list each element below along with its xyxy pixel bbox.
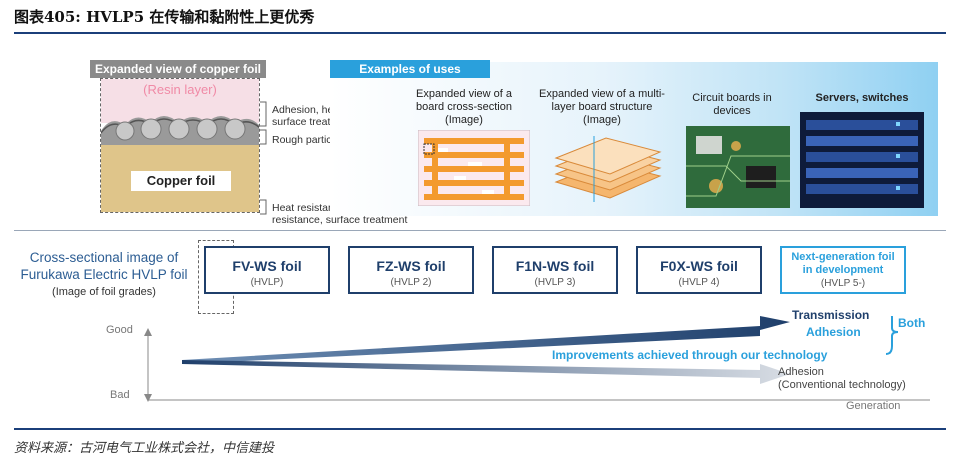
adhesion-label: Adhesion xyxy=(806,325,861,339)
copper-foil-label: Copper foil xyxy=(131,171,231,191)
annotation-brackets xyxy=(258,100,272,220)
source-note: 资料来源：古河电气工业株式会社，中信建投 xyxy=(14,437,274,456)
copper-foil-heading: Expanded view of copper foil xyxy=(90,60,266,78)
use-caption-circuit-boards: Circuit boards in devices xyxy=(684,92,780,118)
grade-card-hvlp4: F0X-WS foil (HVLP 4) xyxy=(636,246,762,294)
circuit-board-photo xyxy=(686,126,790,208)
section-divider xyxy=(14,230,946,231)
copper-foil-diagram: (Resin layer) Copper foil xyxy=(100,78,260,213)
grade-card-next-generation: Next-generation foil in development (HVL… xyxy=(780,246,906,294)
both-brace xyxy=(886,316,898,354)
cross-section-subtitle: (Image of foil grades) xyxy=(14,286,194,298)
grade-card-hvlp: FV-WS foil (HVLP) xyxy=(204,246,330,294)
transmission-label: Transmission xyxy=(792,308,869,322)
axis-label-good: Good xyxy=(106,324,133,336)
multilayer-board-image xyxy=(546,132,670,206)
axis-label-generation: Generation xyxy=(846,400,900,412)
top-divider xyxy=(14,32,946,34)
rough-particles-graphic xyxy=(101,109,260,149)
figure-title: 图表405: HVLP5 在传输和黏附性上更优秀 xyxy=(14,6,314,27)
improvements-label: Improvements achieved through our techno… xyxy=(552,348,827,362)
bottom-divider xyxy=(14,428,946,430)
grade-card-hvlp3: F1N-WS foil (HVLP 3) xyxy=(492,246,618,294)
conventional-arrow xyxy=(182,360,790,384)
use-caption-cross-section: Expanded view of a board cross-section (… xyxy=(404,88,524,127)
cross-section-title: Cross-sectional image of Furukawa Electr… xyxy=(14,249,194,283)
use-caption-multilayer: Expanded view of a multi- layer board st… xyxy=(532,88,672,127)
servers-photo xyxy=(800,112,924,208)
conventional-adhesion-label: Adhesion (Conventional technology) xyxy=(778,366,906,392)
use-caption-servers: Servers, switches xyxy=(800,92,924,105)
board-cross-section-image xyxy=(418,130,530,206)
both-label: Both xyxy=(898,316,925,330)
resin-layer-label: (Resin layer) xyxy=(101,82,259,97)
grade-card-hvlp2: FZ-WS foil (HVLP 2) xyxy=(348,246,474,294)
axis-label-bad: Bad xyxy=(110,389,130,401)
examples-heading: Examples of uses xyxy=(330,60,490,78)
